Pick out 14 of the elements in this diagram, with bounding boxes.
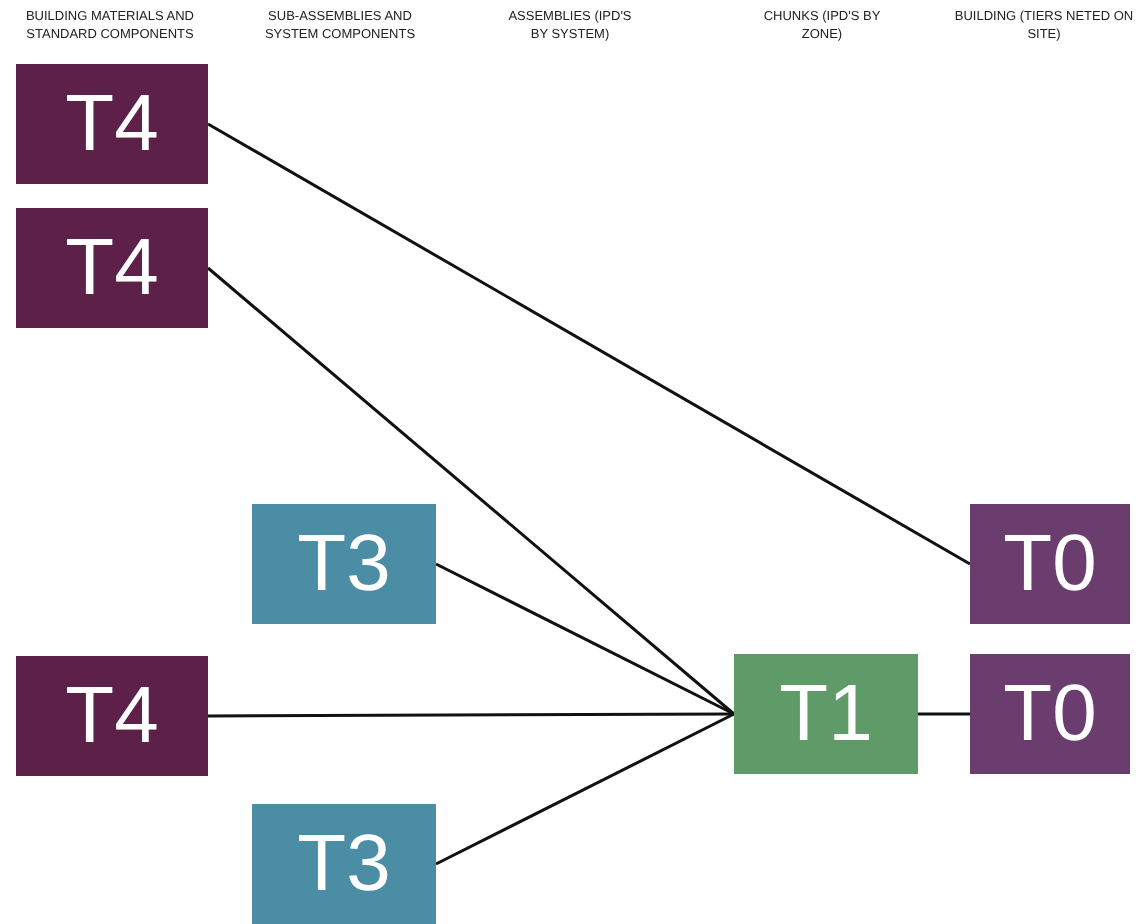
connector-line [918, 712, 970, 716]
tier-box: T3 [252, 804, 436, 924]
tier-box: T1 [734, 654, 918, 774]
tier-box: T3 [252, 504, 436, 624]
connector-line [435, 712, 735, 866]
tier-box: T0 [970, 654, 1130, 774]
connector-line [207, 266, 735, 716]
tier-box: T4 [16, 64, 208, 184]
tier-box: T4 [16, 656, 208, 776]
connector-line [435, 562, 735, 716]
tier-box: T4 [16, 208, 208, 328]
tier-box: T0 [970, 504, 1130, 624]
connector-line [207, 122, 971, 566]
connector-line [208, 712, 734, 718]
